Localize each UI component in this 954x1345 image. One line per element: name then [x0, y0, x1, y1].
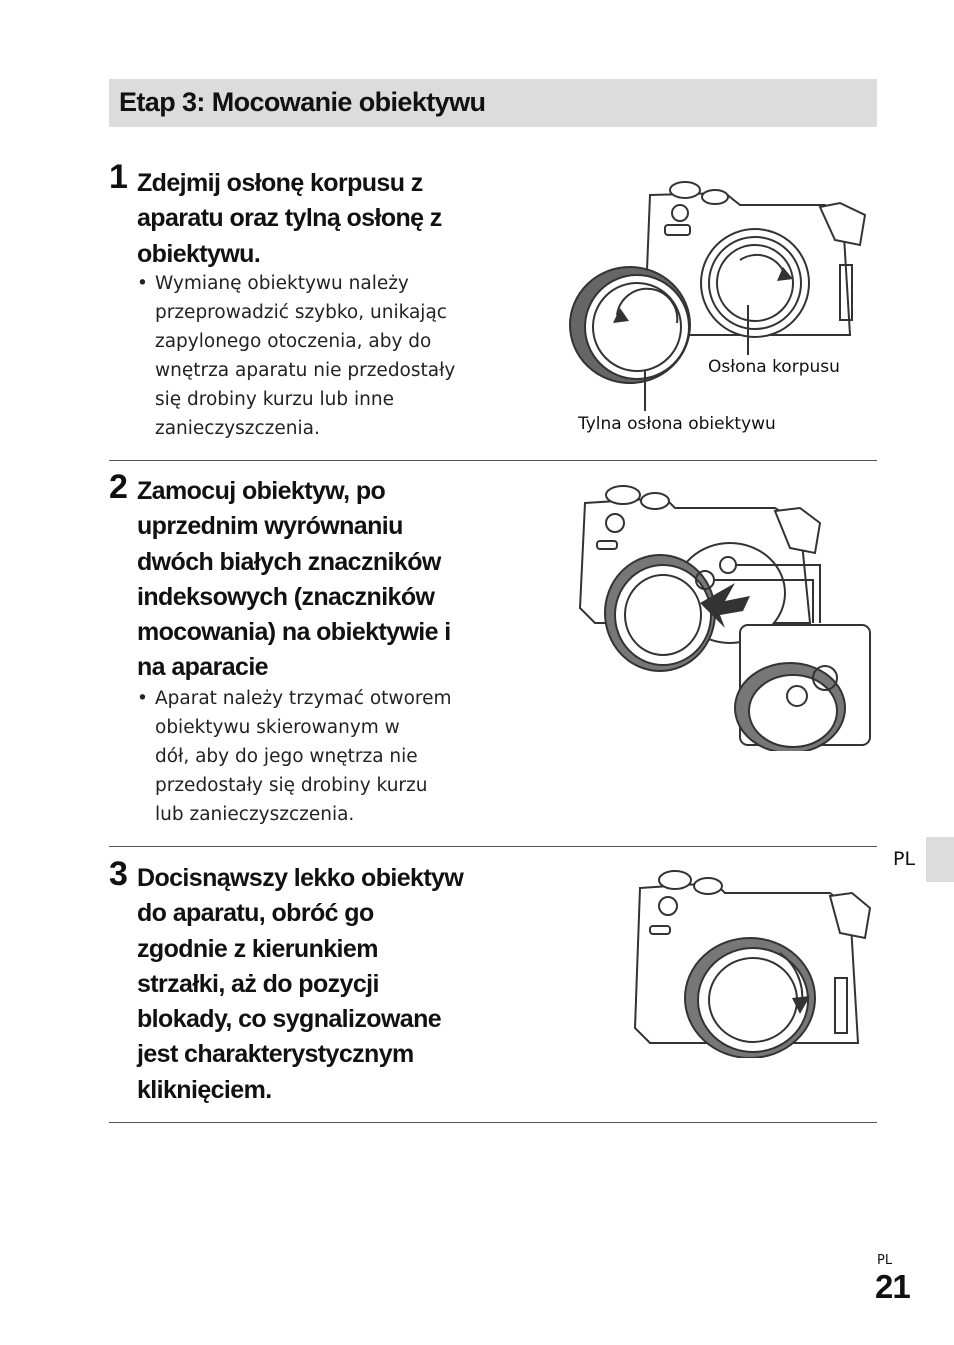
- language-tab-label: PL: [893, 848, 916, 870]
- note-line: dół, aby do jego wnętrza nie: [155, 746, 418, 767]
- heading-line: Docisnąwszy lekko obiektyw: [137, 864, 464, 892]
- note-line: zapylonego otoczenia, aby do: [155, 331, 432, 352]
- heading-line: zgodnie z kierunkiem: [137, 934, 378, 963]
- note-line: się drobiny kurzu lub inne: [155, 389, 394, 410]
- step-number: 3: [109, 855, 128, 893]
- step-heading: Zdejmij osłonę korpusu z aparatu oraz ty…: [137, 166, 497, 272]
- note-line: Wymianę obiektywu należy: [155, 273, 409, 294]
- heading-line: obiektywu.: [137, 239, 261, 268]
- lens-mount-illustration: [578, 485, 871, 751]
- heading-line: indeksowych (znaczników: [137, 582, 435, 611]
- step-heading: Docisnąwszy lekko obiektyw do aparatu, o…: [137, 861, 517, 1108]
- body-cap-caption: Osłona korpusu: [708, 357, 840, 377]
- step-number: 1: [109, 158, 128, 196]
- note-line: przedostały się drobiny kurzu: [155, 775, 428, 796]
- note-line: zanieczyszczenia.: [155, 418, 320, 439]
- language-tab: [926, 837, 954, 882]
- heading-line: jest charakterystycznym: [137, 1040, 414, 1069]
- step-note: • Wymianę obiektywu należy przeprowadzić…: [137, 269, 487, 443]
- page-number: 21: [875, 1268, 911, 1305]
- note-line: wnętrza aparatu nie przedostały: [155, 360, 456, 381]
- heading-line: aparatu oraz tylną osłonę z: [137, 204, 442, 233]
- divider: [109, 460, 877, 461]
- step-heading: Zamocuj obiektyw, po uprzednim wyrównani…: [137, 474, 497, 686]
- note-line: lub zanieczyszczenia.: [155, 804, 355, 825]
- heading-line: dwóch białych znaczników: [137, 547, 441, 576]
- section-title: Etap 3: Mocowanie obiektywu: [119, 87, 486, 117]
- bullet-dot: •: [137, 688, 148, 709]
- bullet-dot: •: [137, 273, 148, 294]
- camera-caps-illustration: [569, 181, 867, 411]
- note-line: przeprowadzić szybko, unikając: [155, 302, 447, 323]
- footer-language: PL: [877, 1253, 893, 1268]
- step-note: • Aparat należy trzymać otworem obiektyw…: [137, 684, 487, 829]
- heading-line: do aparatu, obróć go: [137, 899, 374, 928]
- heading-line: Zdejmij osłonę korpusu z: [137, 169, 423, 197]
- step-number: 2: [109, 468, 128, 506]
- heading-line: mocowania) na obiektywie i: [137, 618, 451, 647]
- note-line: obiektywu skierowanym w: [155, 717, 400, 738]
- divider: [109, 1122, 877, 1123]
- heading-line: blokady, co sygnalizowane: [137, 1005, 442, 1034]
- divider: [109, 846, 877, 847]
- heading-line: strzałki, aż do pozycji: [137, 969, 379, 998]
- heading-line: na aparacie: [137, 653, 269, 682]
- note-line: Aparat należy trzymać otworem: [155, 688, 452, 709]
- rear-cap-caption: Tylna osłona obiektywu: [578, 414, 776, 434]
- heading-line: uprzednim wyrównaniu: [137, 512, 403, 541]
- section-title-bar: Etap 3: Mocowanie obiektywu: [109, 79, 877, 127]
- heading-line: Zamocuj obiektyw, po: [137, 477, 386, 505]
- lens-lock-illustration: [633, 870, 872, 1058]
- heading-line: kliknięciem.: [137, 1075, 272, 1104]
